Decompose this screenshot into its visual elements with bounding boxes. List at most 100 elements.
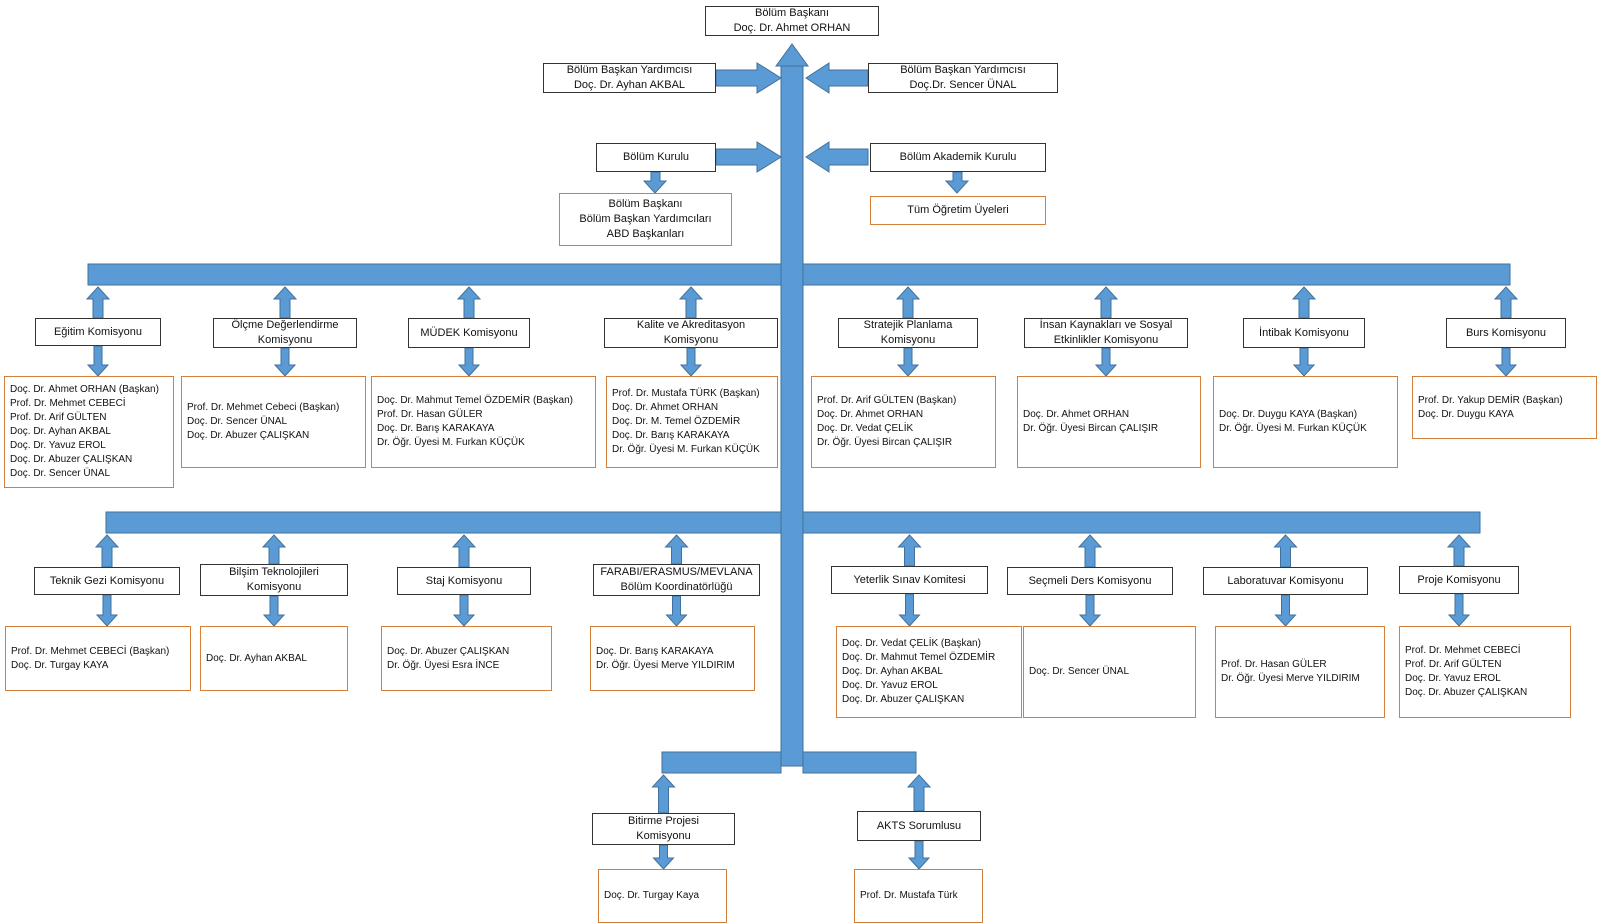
council-left-members-box: Bölüm Başkanı Bölüm Başkan Yardımcıları … [559,193,732,246]
row1-commission-1-member: Doç. Dr. Sencer ÜNAL [10,468,111,479]
council-right-title: Bölüm Akademik Kurulu [899,151,1017,163]
row2-commission-6-title-box: Seçmeli Ders Komisyonu [1007,567,1173,595]
row1-commission-2-title-line: Ölçme Değerlendirme [231,319,339,331]
row2-commission-3-title-line: Staj Komisyonu [425,574,503,587]
row3-commission-2-title-line: AKTS Sorumlusu [876,819,962,832]
row3-bar-right [802,751,917,774]
row1-commission-1-member: Doç. Dr. Abuzer ÇALIŞKAN [10,454,133,465]
row2-commission-4-member: Dr. Öğr. Üyesi Merve YILDIRIM [596,659,735,671]
row2-commission-4-up-arrow [664,534,689,565]
row1-commission-1-member: Doç. Dr. Yavuz EROL [10,440,106,451]
row2-commission-5-member: Doç. Dr. Mahmut Temel ÖZDEMİR [842,652,996,663]
row1-commission-7-up-arrow [1291,286,1317,319]
row1-commission-6-title-line: İnsan Kaynakları ve Sosyal [1039,319,1173,331]
row3-commission-2-up-arrow [906,774,932,812]
row2-commission-3-members-box: Doç. Dr. Abuzer ÇALIŞKAN Dr. Öğr. Üyesi E… [381,626,552,691]
row1-commission-2-down-arrow [273,347,297,377]
row2-commission-5-title-line: Yeterlik Sınav Komitesi [853,573,966,586]
row2-commission-6-member: Doç. Dr. Sencer ÜNAL [1029,666,1130,677]
row3-commission-1-members-box: Doç. Dr. Turgay Kaya [598,869,727,923]
row2-commission-7-member: Prof. Dr. Hasan GÜLER [1221,659,1327,670]
row1-commission-8-member: Doç. Dr. Duygu KAYA [1418,408,1514,420]
row2-commission-4-members-box: Doç. Dr. Barış KARAKAYA Dr. Öğr. Üyesi Me… [590,626,755,691]
row1-commission-7-members-box: Doç. Dr. Duygu KAYA (Başkan)Dr. Öğr. Üye… [1213,376,1398,468]
row1-bar-left [87,263,782,286]
row2-commission-4-down-arrow [665,595,688,627]
council-left-arrow [715,141,782,173]
row2-commission-3-member: Dr. Öğr. Üyesi Esra İNCE [387,659,500,671]
row2-commission-7-up-arrow [1273,534,1298,568]
row3-commission-1-up-arrow [651,774,676,814]
row2-commission-8-member: Prof. Dr. Mehmet CEBECİ [1405,645,1521,656]
council-left-title-box: Bölüm Kurulu [596,143,716,172]
row2-commission-3-up-arrow [451,534,477,568]
row1-commission-8-members-box: Prof. Dr. Yakup DEMİR (Başkan)Doç. Dr. D… [1412,376,1597,439]
row2-commission-7-title-box: Laboratuvar Komisyonu [1203,567,1368,595]
row3-commission-2-member: Prof. Dr. Mustafa Türk [860,890,958,901]
row3-commission-2-title-box: AKTS Sorumlusu [857,811,981,841]
row2-commission-3-member: Doç. Dr. Abuzer ÇALIŞKAN [387,645,510,657]
row1-commission-3-title-box: MÜDEK Komisyonu [408,318,530,348]
deputy-right-title: Bölüm Başkan Yardımcısı [900,64,1026,76]
row2-commission-7-title-line: Laboratuvar Komisyonu [1227,574,1344,587]
row2-commission-8-member: Prof. Dr. Arif GÜLTEN [1405,659,1502,670]
row2-commission-1-member: Prof. Dr. Mehmet CEBECİ (Başkan) [11,645,170,657]
row1-commission-6-down-arrow [1094,347,1118,377]
row1-commission-1-down-arrow [86,345,110,377]
council-right-arrow [805,141,869,173]
row2-bar-left [105,511,782,534]
deputy-left-box: Bölüm Başkan Yardımcısı Doç. Dr. Ayhan A… [543,63,716,93]
row2-commission-4-title-line: FARABI/ERASMUS/MEVLANA [600,566,753,578]
row1-commission-5-title-line: Stratejik Planlama [863,319,953,331]
row1-commission-1-member: Prof. Dr. Mehmet CEBECİ [10,398,126,409]
row2-commission-8-title-box: Proje Komisyonu [1399,566,1519,594]
row2-commission-6-members-box: Doç. Dr. Sencer ÜNAL [1023,626,1196,718]
row1-commission-4-down-arrow [679,347,703,377]
row2-commission-4-member: Doç. Dr. Barış KARAKAYA [596,645,714,657]
row2-commission-2-members-box: Doç. Dr. Ayhan AKBAL [200,626,348,691]
row3-commission-2-down-arrow [907,840,931,870]
row1-commission-4-member: Doç. Dr. Ahmet ORHAN [612,402,719,413]
row2-commission-3-down-arrow [452,594,476,627]
row1-commission-8-title-line: Burs Komisyonu [1465,326,1547,339]
row2-commission-1-title-box: Teknik Gezi Komisyonu [34,567,180,595]
row3-commission-1-title-line: Komisyonu [636,830,691,842]
row2-commission-8-up-arrow [1446,534,1472,567]
row1-commission-3-member: Dr. Öğr. Üyesi M. Furkan KÜÇÜK [377,437,525,448]
row2-commission-1-members-box: Prof. Dr. Mehmet CEBECİ (Başkan)Doç. Dr.… [5,626,191,691]
row1-commission-5-member: Dr. Öğr. Üyesi Bircan ÇALIŞIR [817,437,953,448]
row1-commission-4-title-line: Kalite ve Akreditasyon [636,319,746,331]
deputy-right-box: Bölüm Başkan Yardımcısı Doç.Dr. Sencer Ü… [868,63,1058,93]
row2-commission-2-title-line: Bilşim Teknolojileri [229,566,319,578]
row1-commission-2-member: Prof. Dr. Mehmet Cebeci (Başkan) [187,402,340,413]
row2-commission-6-up-arrow [1077,534,1103,568]
row1-commission-6-up-arrow [1093,286,1119,319]
row2-commission-1-up-arrow [94,534,120,568]
row2-commission-2-member: Doç. Dr. Ayhan AKBAL [206,652,307,664]
row1-commission-4-members-box: Prof. Dr. Mustafa TÜRK (Başkan)Doç. Dr. … [606,376,778,468]
row1-commission-4-title-line: Komisyonu [663,334,719,346]
row1-commission-7-down-arrow [1292,347,1316,377]
row1-commission-3-member: Prof. Dr. Hasan GÜLER [377,409,483,420]
row2-commission-6-down-arrow [1078,594,1102,627]
council-left-member: ABD Başkanları [606,228,685,240]
row1-commission-5-members-box: Prof. Dr. Arif GÜLTEN (Başkan)Doç. Dr. A… [811,376,996,468]
row2-commission-1-down-arrow [95,594,119,627]
row2-commission-2-title-line: Komisyonu [246,581,302,593]
row2-commission-5-member: Doç. Dr. Yavuz EROL [842,680,938,691]
row1-commission-5-up-arrow [895,286,921,319]
council-left-member: Bölüm Başkan Yardımcıları [579,213,712,225]
row1-commission-3-member: Doç. Dr. Barış KARAKAYA [377,423,495,434]
row1-commission-8-title-box: Burs Komisyonu [1446,318,1566,348]
row1-commission-4-member: Doç. Dr. Barış KARAKAYA [612,430,730,441]
council-right-down-arrow [944,171,970,194]
row1-commission-7-member: Doç. Dr. Duygu KAYA (Başkan) [1219,409,1358,420]
row2-commission-2-up-arrow [261,534,287,565]
row1-commission-5-down-arrow [896,347,920,377]
row2-commission-8-member: Doç. Dr. Abuzer ÇALIŞKAN [1405,687,1528,698]
